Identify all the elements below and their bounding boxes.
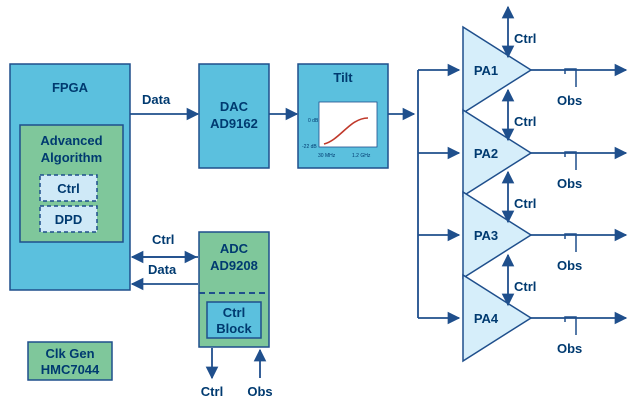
pa-obs-label: Obs (557, 176, 582, 191)
dac-part-label: AD9162 (210, 116, 258, 131)
pa-obs-tap (564, 151, 577, 170)
dpd-subblock (39, 205, 98, 233)
fpga-title: FPGA (52, 80, 89, 95)
adc-label: ADC (220, 241, 249, 256)
pa-obs-tap (564, 68, 577, 87)
tilt-curve (323, 117, 369, 145)
clk-gen-part-label: HMC7044 (41, 362, 100, 377)
pa-triangle (462, 273, 533, 363)
pa-label: PA1 (474, 63, 498, 78)
pa-ctrl-label: Ctrl (514, 196, 536, 211)
fpga-block: FPGA Advanced Algorithm Ctrl DPD (9, 63, 131, 291)
advanced-algorithm-block: Advanced Algorithm Ctrl DPD (19, 124, 124, 243)
tilt-x-right: 1.2 GHz (352, 153, 371, 159)
dac-label: DAC (220, 99, 249, 114)
ctrl-subblock-label: Ctrl (57, 181, 79, 196)
clk-gen-label: Clk Gen (45, 346, 94, 361)
pa-obs-label: Obs (557, 341, 582, 356)
tilt-block: Tilt 0 dB -22 dB 30 MHz 1.2 GHz (297, 63, 389, 169)
algorithm-label: Algorithm (41, 150, 102, 165)
pa-triangle (462, 25, 533, 115)
pa-label: PA4 (474, 311, 499, 326)
ctrl-block (206, 301, 262, 339)
adc-part-label: AD9208 (210, 258, 258, 273)
advanced-label: Advanced (40, 133, 102, 148)
pa-obs-label: Obs (557, 258, 582, 273)
pa-ctrl-label: Ctrl (514, 114, 536, 129)
tilt-plot-area (318, 101, 378, 148)
ctrl-block-line2: Block (216, 321, 252, 336)
pa-obs-tap (564, 316, 577, 335)
dpd-subblock-label: DPD (55, 212, 82, 227)
pa-obs-tap (564, 233, 577, 252)
tilt-y-bottom: -22 dB (302, 144, 317, 150)
pa-obs-label: Obs (557, 93, 582, 108)
ctrl-mid-label: Ctrl (152, 232, 174, 247)
pa-label: PA3 (474, 228, 498, 243)
data-top-label: Data (142, 92, 171, 107)
tilt-y-top: 0 dB (308, 118, 319, 124)
pa-triangle (462, 108, 533, 198)
ctrl-subblock (39, 174, 98, 202)
adc-block: ADC AD9208 Ctrl Block (198, 231, 270, 348)
clk-gen-block: Clk Gen HMC7044 (27, 341, 113, 381)
tilt-title: Tilt (333, 70, 353, 85)
tilt-x-left: 30 MHz (318, 153, 336, 159)
adc-ctrl-label: Ctrl (201, 384, 223, 399)
pa-ctrl-label: Ctrl (514, 31, 536, 46)
dac-block: DAC AD9162 (198, 63, 270, 169)
pa-ctrl-label: Ctrl (514, 279, 536, 294)
pa-label: PA2 (474, 146, 498, 161)
pa-triangle (462, 190, 533, 280)
data-mid-label: Data (148, 262, 177, 277)
ctrl-block-line1: Ctrl (223, 305, 245, 320)
adc-obs-label: Obs (247, 384, 272, 399)
